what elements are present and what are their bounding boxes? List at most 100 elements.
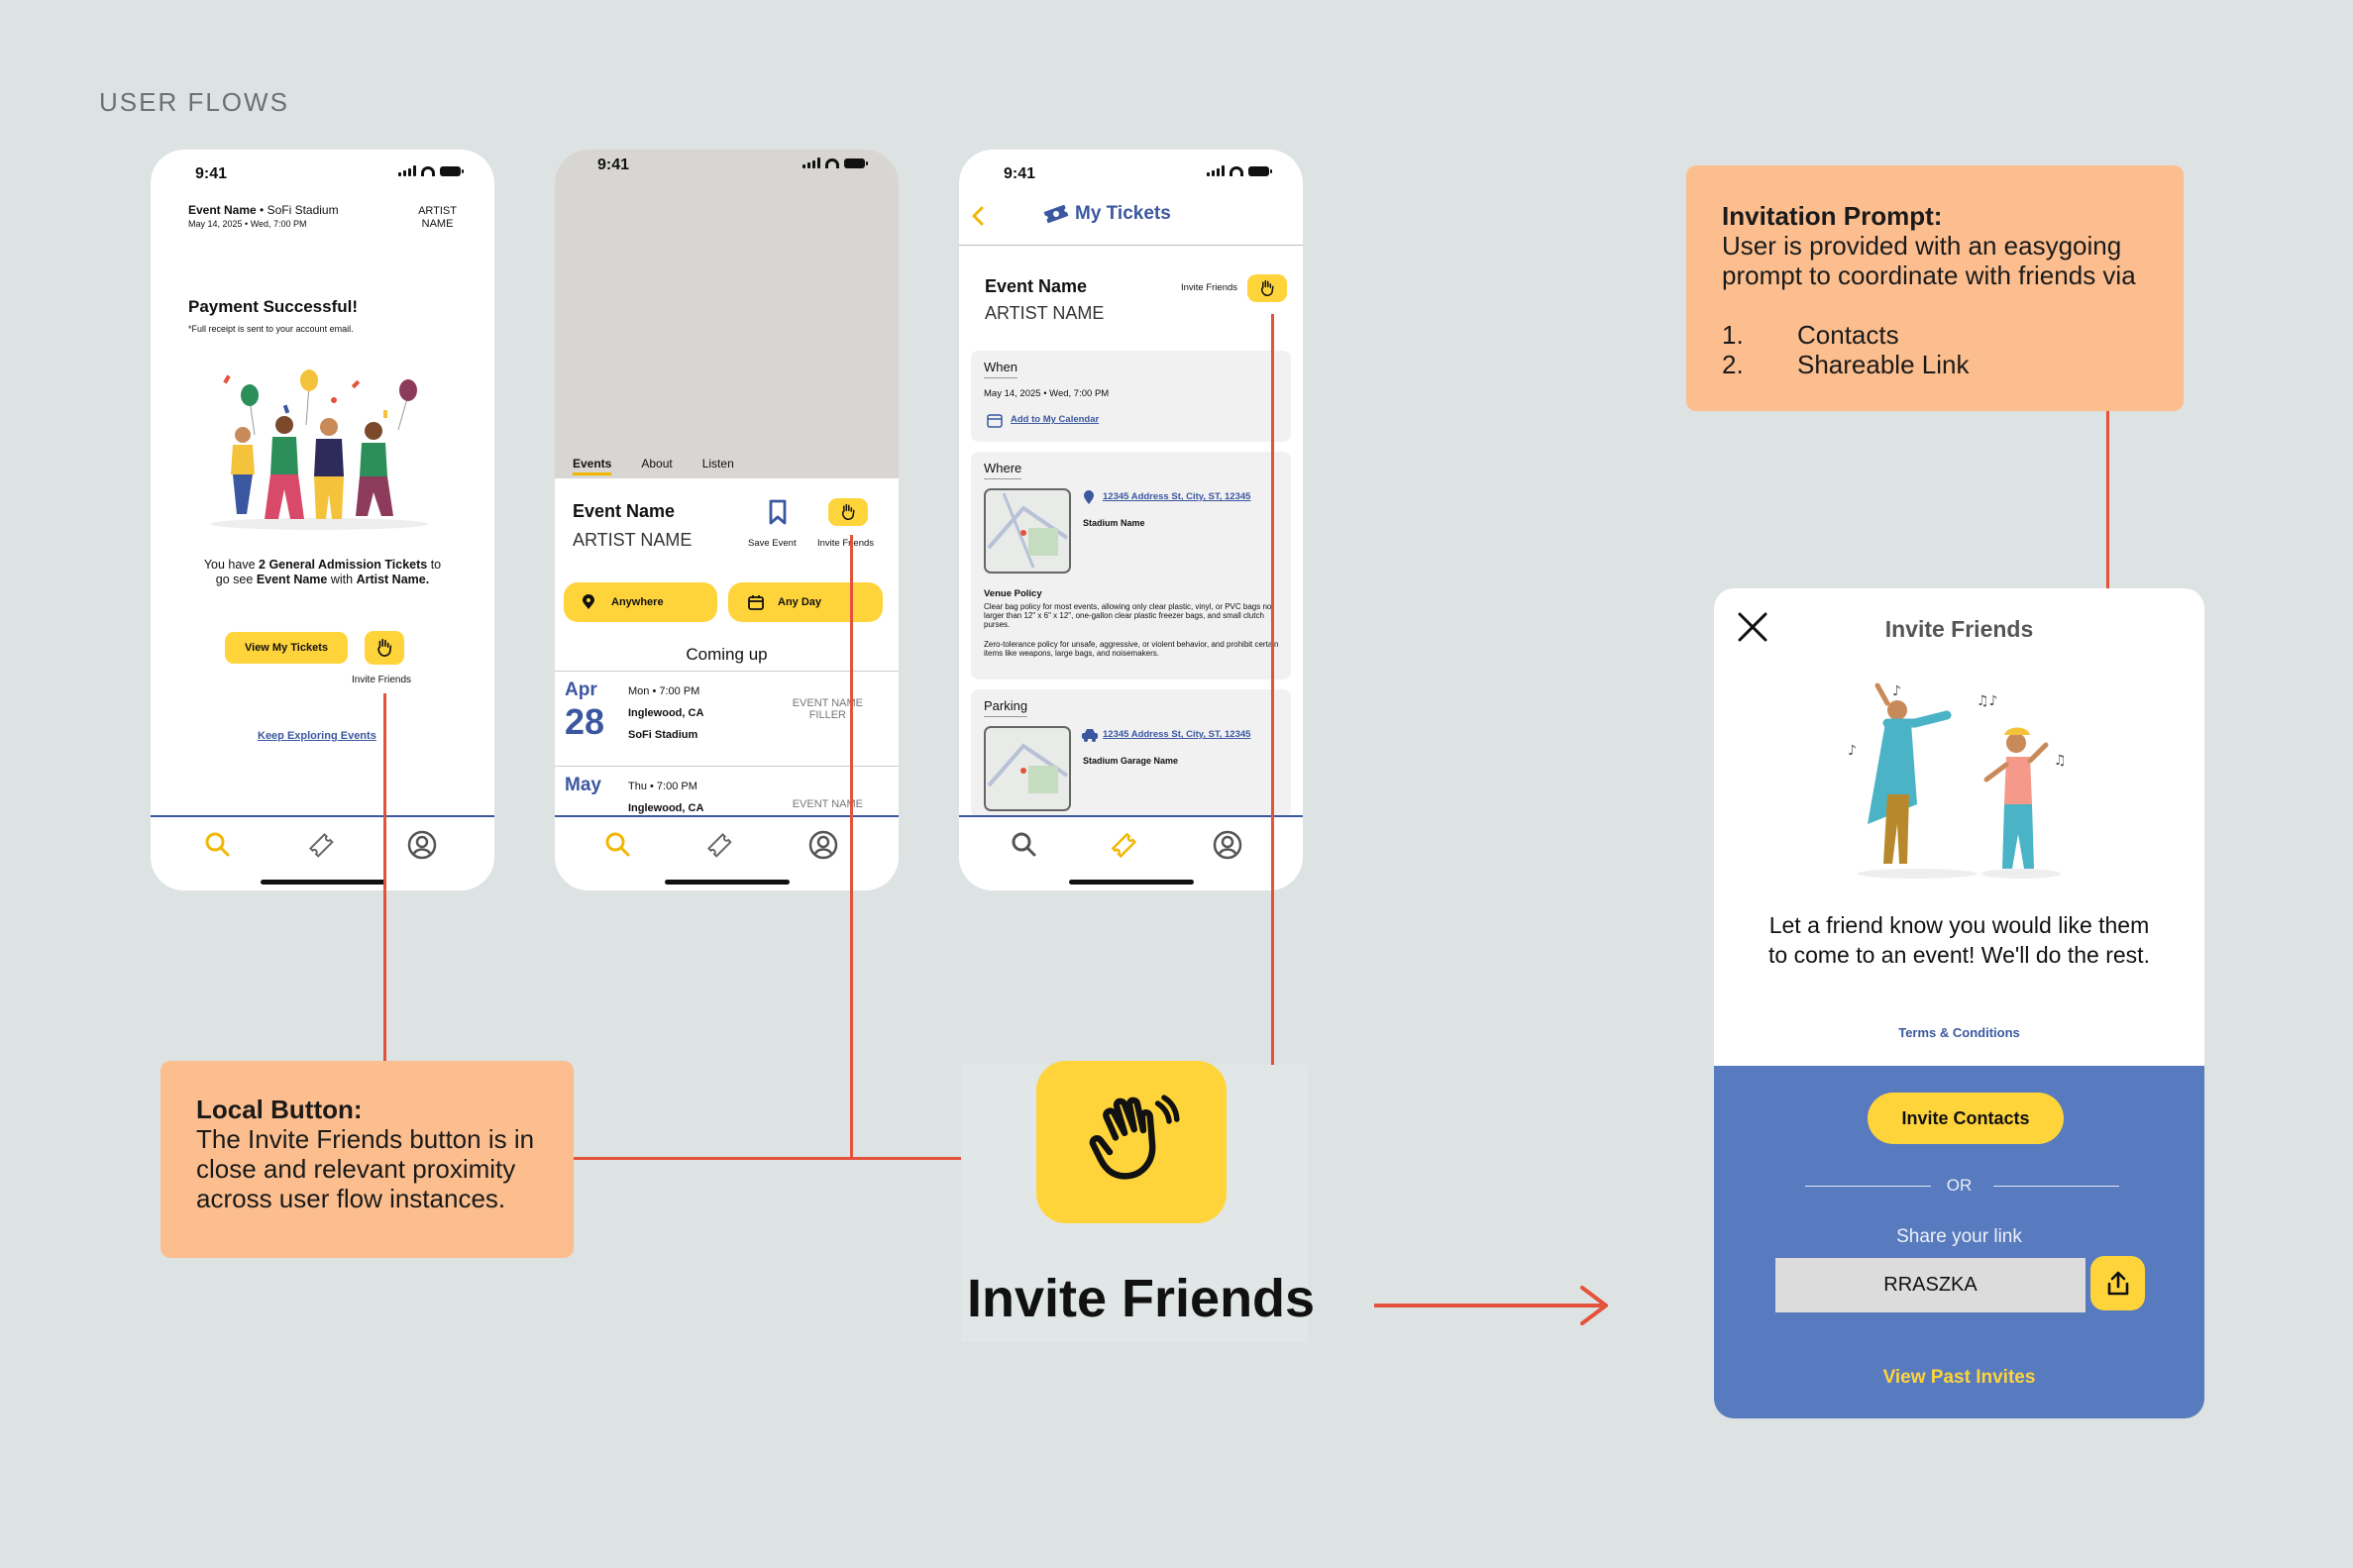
summary-artist: Artist Name.: [356, 573, 430, 586]
dancing-friends-illustration: ♪ ♫♪ ♪ ♫: [1848, 682, 2067, 879]
event-city: Inglewood, CA: [628, 707, 704, 719]
close-icon[interactable]: [1736, 610, 1769, 644]
connector-line: [573, 1157, 1036, 1160]
list-text: Shareable Link: [1797, 350, 1970, 379]
tab-events[interactable]: Events: [573, 457, 612, 475]
location-pin-icon: [583, 594, 594, 609]
invite-friends-label: Invite Friends: [1181, 282, 1238, 293]
status-icons: [1207, 165, 1272, 176]
home-indicator: [664, 880, 790, 885]
coming-up-heading: Coming up: [686, 645, 768, 664]
note-title: Local Button:: [196, 1095, 363, 1124]
view-tickets-button[interactable]: View My Tickets: [225, 632, 348, 664]
event-venue: • SoFi Stadium: [256, 203, 339, 217]
modal-title: Invite Friends: [1884, 616, 2034, 642]
tab-listen[interactable]: Listen: [701, 457, 734, 470]
battery-icon: [1248, 165, 1272, 176]
ticket-icon[interactable]: [1108, 829, 1139, 861]
profile-icon[interactable]: [807, 829, 839, 861]
note-list-item: 2.Shareable Link: [1722, 350, 2148, 379]
parking-address-link[interactable]: 12345 Address St, City, ST, 12345: [1103, 729, 1251, 740]
list-text: Contacts: [1797, 320, 1899, 350]
add-calendar-link[interactable]: Add to My Calendar: [1011, 414, 1100, 425]
share-button[interactable]: [2090, 1256, 2145, 1310]
event-month: Apr: [565, 679, 597, 700]
status-time: 9:41: [597, 157, 630, 173]
bottom-nav: [959, 815, 1303, 890]
ticket-icon[interactable]: [703, 829, 735, 861]
artist-name: ARTIST NAME: [573, 530, 693, 550]
venue-address-link[interactable]: 12345 Address St, City, ST, 12345: [1103, 491, 1251, 502]
parking-map[interactable]: [984, 726, 1071, 811]
event-name: Event Name: [985, 276, 1088, 296]
wifi-icon: [421, 165, 435, 176]
ticket-icon[interactable]: [305, 829, 337, 861]
summary-text-c: to: [427, 558, 442, 572]
event-name: Event Name: [573, 501, 676, 521]
event-city: Inglewood, CA: [628, 802, 704, 814]
view-past-invites-link[interactable]: View Past Invites: [1882, 1367, 2036, 1388]
profile-icon[interactable]: [406, 829, 438, 861]
stadium-name: Stadium Name: [1083, 518, 1145, 528]
parking-card: Parking 12345 Address St, City, ST, 1234…: [971, 689, 1291, 818]
event-time: Thu • 7:00 PM: [628, 781, 697, 792]
venue-map[interactable]: [984, 488, 1071, 574]
profile-icon[interactable]: [1212, 829, 1243, 861]
artist-name: ARTIST NAME: [418, 205, 457, 231]
signal-icon: [802, 157, 820, 168]
signal-icon: [1207, 165, 1225, 176]
event-time: Mon • 7:00 PM: [628, 685, 700, 697]
search-icon[interactable]: [202, 829, 234, 861]
parking-label: Parking: [984, 698, 1028, 717]
status-icons: [802, 157, 868, 168]
invite-friends-button[interactable]: [365, 631, 404, 665]
invite-friends-modal: Invite Friends ♪ ♫♪ ♪ ♫ Let a friend kno…: [1714, 588, 2204, 1418]
phone-payment-success: 9:41 Event Name • SoFi Stadium May 14, 2…: [151, 150, 494, 890]
section-title: USER FLOWS: [99, 87, 289, 117]
modal-share-panel: Invite Contacts OR Share your link RRASZ…: [1714, 1066, 2204, 1418]
tab-about[interactable]: About: [641, 457, 673, 470]
search-icon[interactable]: [1009, 829, 1040, 861]
svg-text:♪: ♪: [1848, 743, 1857, 759]
event-venue: SoFi Stadium: [628, 729, 698, 741]
event-title-line-2: FILLER: [808, 709, 846, 721]
ticket-logo-icon: [1043, 204, 1069, 224]
local-button-note: Local Button: The Invite Friends button …: [160, 1061, 574, 1258]
event-day: 28: [565, 701, 605, 742]
share-link-field[interactable]: RRASZKA: [1775, 1258, 2086, 1312]
big-invite-button[interactable]: [1036, 1061, 1227, 1223]
back-chevron-icon[interactable]: [971, 205, 985, 227]
success-title: Payment Successful!: [188, 297, 359, 316]
calendar-icon: [748, 595, 764, 610]
when-card: When May 14, 2025 • Wed, 7:00 PM Add to …: [971, 351, 1291, 442]
wifi-icon: [1230, 165, 1243, 176]
hero-image: [555, 150, 899, 478]
home-indicator: [1068, 880, 1194, 885]
invite-contacts-button[interactable]: Invite Contacts: [1868, 1093, 2064, 1144]
when-date: May 14, 2025 • Wed, 7:00 PM: [984, 388, 1110, 399]
terms-link[interactable]: Terms & Conditions: [1898, 1025, 2020, 1040]
keep-exploring-link[interactable]: Keep Exploring Events: [258, 730, 376, 742]
venue-policy-text-1: Clear bag policy for most events, allowi…: [984, 602, 1272, 629]
search-icon[interactable]: [602, 829, 634, 861]
invite-friends-button[interactable]: [1247, 274, 1287, 302]
location-filter-label: Anywhere: [611, 596, 664, 608]
artist-line-1: ARTIST: [418, 205, 457, 217]
calendar-icon: [987, 414, 1003, 428]
bookmark-icon[interactable]: [766, 498, 790, 526]
location-filter[interactable]: Anywhere: [564, 582, 717, 622]
header-title: My Tickets: [1075, 203, 1171, 224]
when-label: When: [984, 360, 1017, 378]
event-name: Event Name: [188, 203, 257, 217]
waving-hand-icon: [1260, 279, 1274, 297]
date-filter[interactable]: Any Day: [728, 582, 883, 622]
summary-text-d: go see: [215, 573, 257, 586]
modal-message: Let a friend know you would like them to…: [1768, 912, 2150, 968]
list-item[interactable]: Apr 28 Mon • 7:00 PM Inglewood, CA SoFi …: [555, 672, 899, 767]
divider: [959, 245, 1303, 246]
event-title: EVENT NAME FILLER: [793, 697, 863, 721]
list-item[interactable]: May Thu • 7:00 PM Inglewood, CA EVENT NA…: [555, 767, 899, 816]
event-title: EVENT NAME: [792, 798, 863, 810]
artist-line-2: NAME: [421, 218, 454, 230]
invite-friends-button[interactable]: [828, 498, 868, 526]
